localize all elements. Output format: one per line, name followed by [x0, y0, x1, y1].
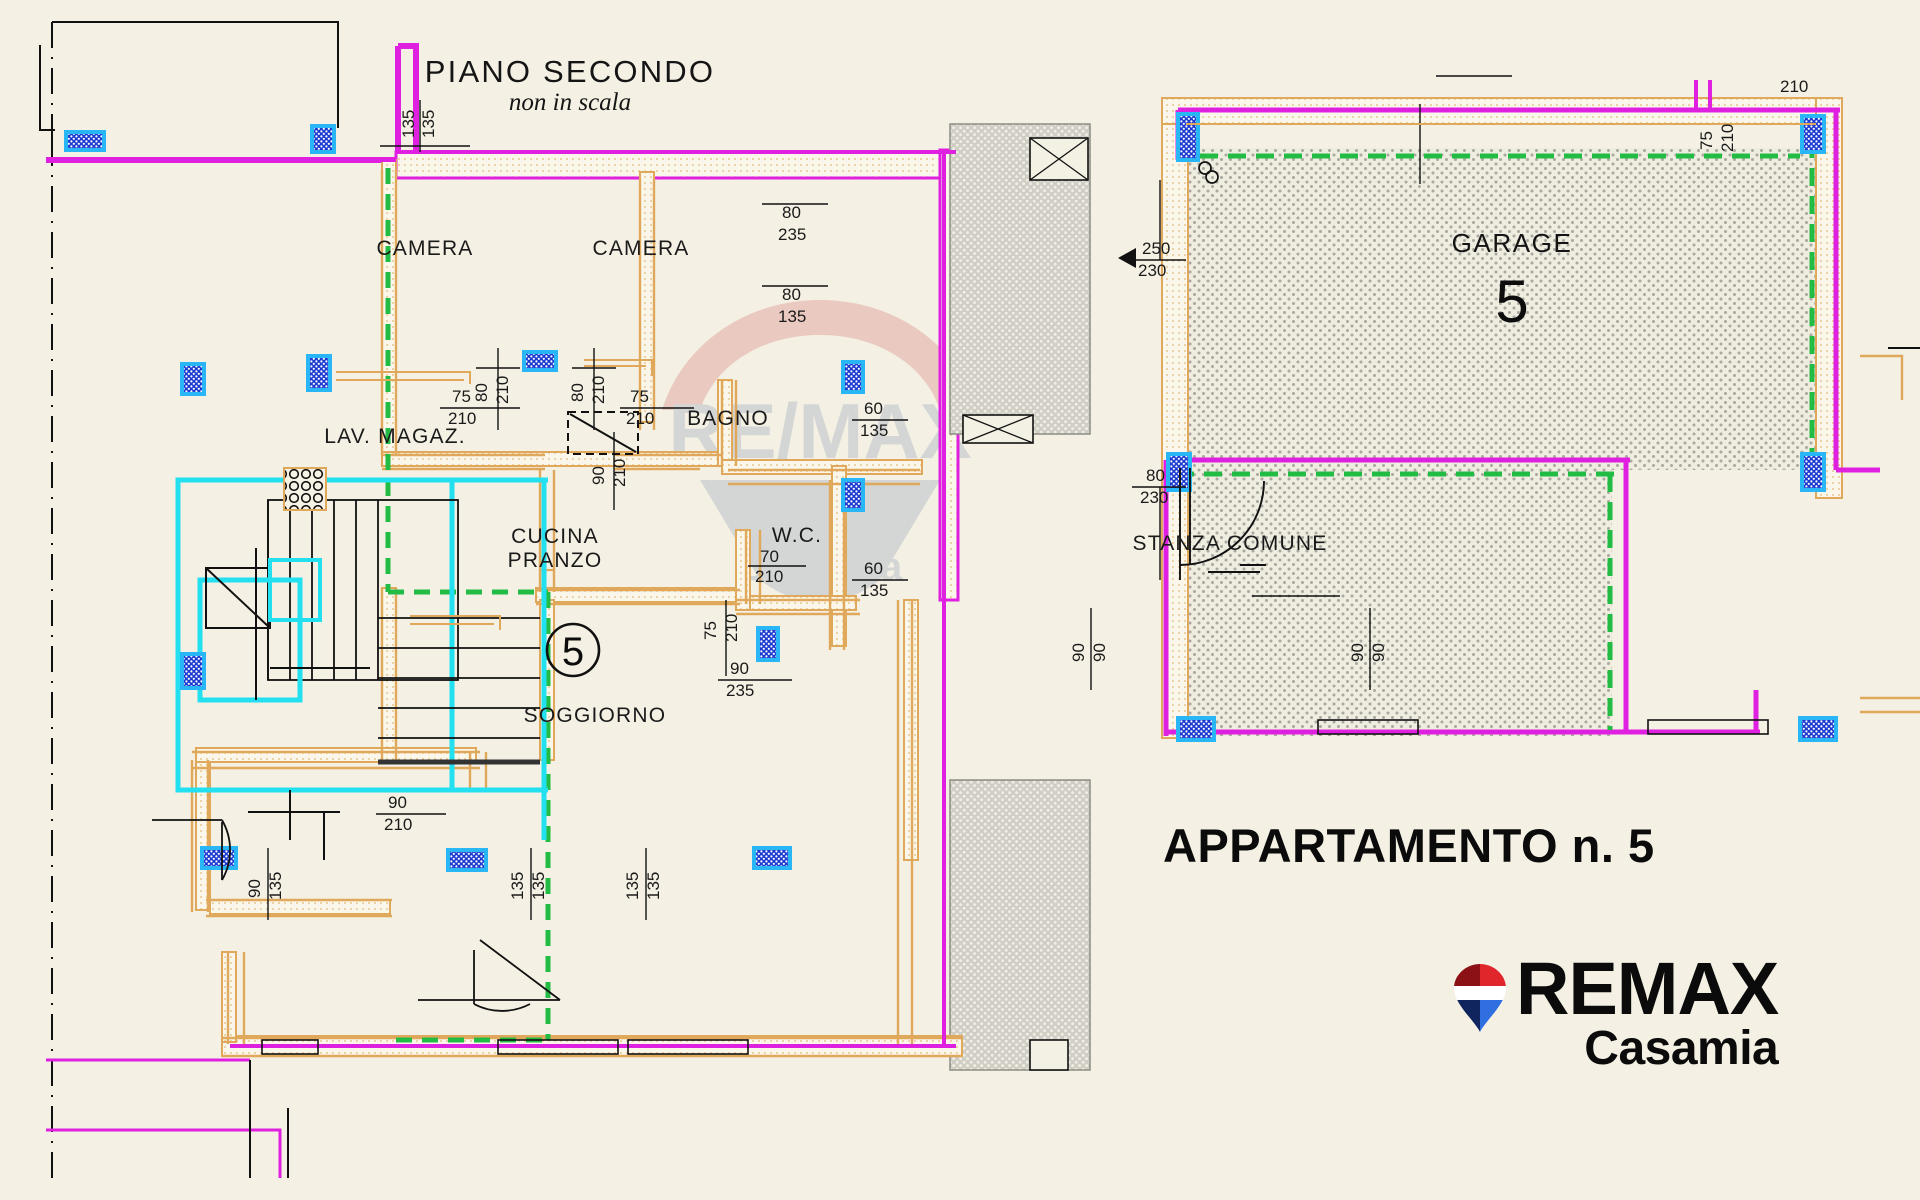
dim-text: 90 — [388, 793, 407, 812]
room-label-cucina: CUCINA — [511, 525, 599, 548]
garage-plan — [1090, 75, 1920, 742]
dim-text: 135 — [529, 872, 548, 900]
dim-text: 210 — [589, 376, 608, 404]
dim-text: 90 — [589, 466, 608, 485]
dim-text: 135 — [860, 421, 888, 440]
ledges — [336, 359, 653, 630]
interior-walls — [195, 159, 963, 1057]
door-swings — [152, 819, 561, 1012]
dim-text: 210 — [626, 409, 654, 428]
dim-text: 230 — [1140, 488, 1168, 507]
right-room-labels: GARAGE 5 STANZA COMUNE — [1133, 228, 1573, 555]
dim-text: 210 — [493, 376, 512, 404]
dim-text: 210 — [384, 815, 412, 834]
vent-grill — [283, 467, 327, 511]
kitchen-opening — [567, 411, 639, 455]
dim-text: 210 — [722, 614, 741, 642]
left-room-labels: CAMERA CAMERA LAV. MAGAZ. BAGNO CUCINA P… — [324, 237, 822, 727]
dim-text: 135 — [508, 872, 527, 900]
plan-title-group: PIANO SECONDO non in scala — [425, 54, 715, 116]
apartment-heading: APPARTAMENTO n. 5 — [1163, 819, 1655, 872]
dim-text: 90 — [730, 659, 749, 678]
remax-wordmark: REMAX — [1516, 947, 1779, 1030]
interior-wall-lines — [190, 170, 962, 1058]
remax-logo: REMAX Casamia — [1452, 947, 1779, 1076]
site-boundary — [39, 21, 339, 1178]
room-label-stanza-comune: STANZA COMUNE — [1133, 532, 1328, 555]
apartment-outline-green — [385, 168, 551, 1043]
remax-balloon-icon — [1454, 964, 1506, 1032]
garage-number: 5 — [1495, 268, 1528, 335]
room-label-lav-magaz: LAV. MAGAZ. — [324, 425, 466, 448]
dim-text: 80 — [568, 383, 587, 402]
dim-text: 80 — [782, 285, 801, 304]
right-dimension-texts: 210 75 210 250 230 80 230 90 90 90 90 — [1069, 77, 1808, 662]
hatched-block-lower — [949, 779, 1091, 1071]
dim-text: 210 — [448, 409, 476, 428]
dim-text: 210 — [1780, 77, 1808, 96]
left-dimension-texts: 135 135 80 235 80 135 75 210 80 210 80 2… — [245, 110, 888, 900]
dim-text: 210 — [610, 459, 629, 487]
room-label-soggiorno: SOGGIORNO — [524, 704, 667, 727]
dim-text: 230 — [1138, 261, 1166, 280]
dim-text: 70 — [760, 547, 779, 566]
dim-text: 90 — [245, 879, 264, 898]
dim-text: 250 — [1142, 239, 1170, 258]
room-label-pranzo: PRANZO — [508, 549, 603, 572]
dim-text: 210 — [1718, 124, 1737, 152]
dim-text: 80 — [782, 203, 801, 222]
casamia-wordmark: Casamia — [1584, 1021, 1779, 1075]
room-label-camera-1: CAMERA — [376, 237, 473, 260]
windows — [64, 124, 865, 872]
bottom-window-strips — [261, 1039, 749, 1055]
room-label-camera-2: CAMERA — [592, 237, 689, 260]
dim-text: 90 — [1090, 643, 1109, 662]
apartment-marker-number: 5 — [562, 630, 584, 674]
dim-text: 135 — [778, 307, 806, 326]
dim-text: 60 — [864, 399, 883, 418]
room-label-bagno: BAGNO — [687, 407, 769, 430]
dim-text: 90 — [1348, 643, 1367, 662]
dim-text: 60 — [864, 559, 883, 578]
room-label-wc: W.C. — [772, 524, 822, 547]
dim-text: 135 — [644, 872, 663, 900]
dim-text: 90 — [1369, 643, 1388, 662]
dim-text: 90 — [1069, 643, 1088, 662]
dim-text: 80 — [472, 383, 491, 402]
dim-text: 135 — [623, 872, 642, 900]
dim-text: 210 — [755, 567, 783, 586]
dim-text: 235 — [778, 225, 806, 244]
dim-text: 135 — [399, 110, 418, 138]
dim-text: 135 — [419, 110, 438, 138]
page-title: PIANO SECONDO — [425, 54, 715, 89]
dim-text: 75 — [630, 387, 649, 406]
stairwell — [175, 477, 548, 860]
dim-text: 135 — [860, 581, 888, 600]
dim-text: 75 — [452, 387, 471, 406]
apartment-number-marker: 5 — [545, 622, 601, 678]
dimension-leaders — [267, 100, 908, 920]
apartment-outline-magenta — [46, 150, 956, 1048]
dim-text: 75 — [1697, 131, 1716, 150]
page-subtitle: non in scala — [509, 89, 631, 116]
hatched-block-upper — [949, 123, 1091, 444]
dim-text: 235 — [726, 681, 754, 700]
dim-text: 80 — [1146, 466, 1165, 485]
wall-top-band — [394, 148, 960, 602]
dim-text: 75 — [701, 621, 720, 640]
room-label-garage: GARAGE — [1452, 228, 1573, 258]
dim-text: 135 — [266, 872, 285, 900]
